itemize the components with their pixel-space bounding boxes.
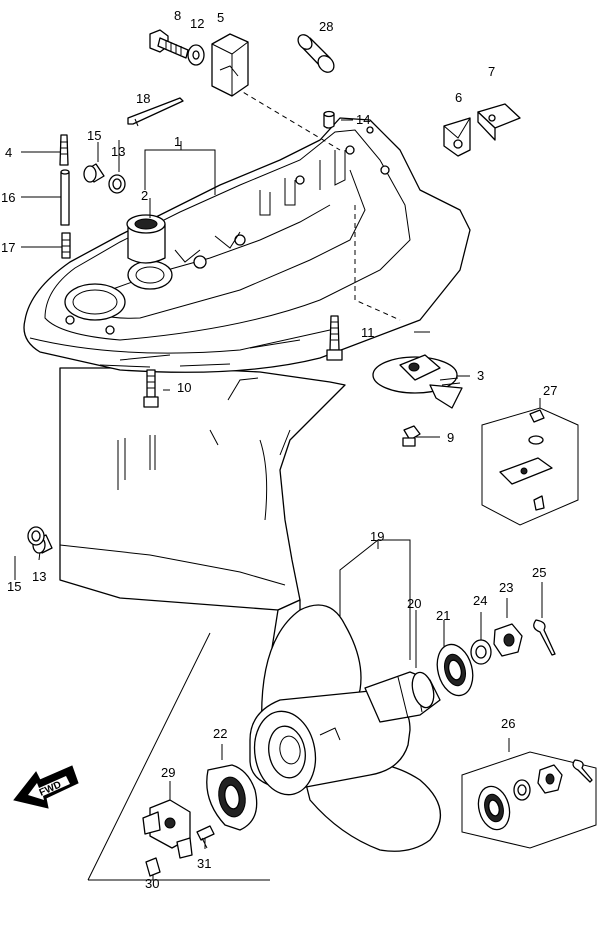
part-23-nut <box>493 623 523 657</box>
part-18-clip <box>127 97 184 127</box>
part-27-kit <box>481 407 579 526</box>
callout-27: 27 <box>543 383 557 398</box>
callout-24: 24 <box>473 593 487 608</box>
part-15-drain-plug <box>83 163 105 183</box>
callout-11: 11 <box>361 325 375 340</box>
part-28-plug <box>297 34 335 73</box>
callout-29: 29 <box>161 765 175 780</box>
callout-23: 23 <box>499 580 513 595</box>
callout-15-top: 15 <box>87 128 101 143</box>
part-21-bush <box>436 643 474 697</box>
part-13-gasket <box>108 174 126 194</box>
callout-labels: 8 12 5 28 7 6 18 14 1 15 13 4 2 16 17 11… <box>1 8 557 891</box>
part-29-fitting <box>142 799 193 859</box>
part-19-propeller <box>249 604 442 852</box>
part-6-bracket <box>443 117 471 157</box>
callout-3: 3 <box>477 368 484 383</box>
callout-10: 10 <box>177 380 191 395</box>
part-22-thrust-washer <box>206 764 258 831</box>
callout-14: 14 <box>356 112 370 127</box>
part-3-trim-tab <box>372 354 463 409</box>
callout-2: 2 <box>141 188 148 203</box>
callout-13-lower: 13 <box>32 569 46 584</box>
callout-16: 16 <box>1 190 15 205</box>
callout-12: 12 <box>190 16 204 31</box>
part-10-bolt <box>143 369 159 408</box>
part-26-kit <box>461 751 597 849</box>
callout-25: 25 <box>532 565 546 580</box>
gear-case-housing <box>23 117 471 649</box>
callout-4: 4 <box>5 145 12 160</box>
leader-lines <box>14 87 543 880</box>
part-20-spacer <box>411 671 435 709</box>
part-4-stud <box>59 134 69 166</box>
callout-15-lower: 15 <box>7 579 21 594</box>
part-24-washer <box>470 639 492 665</box>
callout-1: 1 <box>174 134 181 149</box>
callout-22: 22 <box>213 726 227 741</box>
part-8-bolt <box>149 29 189 59</box>
callout-19: 19 <box>370 529 384 544</box>
callout-17: 17 <box>1 240 15 255</box>
callout-9: 9 <box>447 430 454 445</box>
part-25-cotter-pin <box>533 619 556 656</box>
reference-line <box>87 632 270 881</box>
callout-28: 28 <box>319 19 333 34</box>
callout-7: 7 <box>488 64 495 79</box>
part-9-bolt <box>402 425 421 447</box>
callout-30: 30 <box>145 876 159 891</box>
part-12-washer <box>187 44 205 66</box>
part-14-dowel-pin <box>323 110 335 129</box>
callout-20: 20 <box>407 596 421 611</box>
part-30-pin <box>145 857 161 877</box>
part-13-lower-gasket <box>27 526 45 546</box>
callout-6: 6 <box>455 90 462 105</box>
part-7-plate <box>477 103 521 141</box>
callout-21: 21 <box>436 608 450 623</box>
part-16-pipe <box>60 169 70 226</box>
part-31-screw <box>196 825 215 849</box>
part-11-bolt <box>326 315 343 361</box>
callout-18: 18 <box>136 91 150 106</box>
part-17-stud <box>61 232 71 259</box>
callout-13-top: 13 <box>111 144 125 159</box>
callout-8: 8 <box>174 8 181 23</box>
callout-5: 5 <box>217 10 224 25</box>
callout-31: 31 <box>197 856 211 871</box>
callout-26: 26 <box>501 716 515 731</box>
part-5-cover <box>211 33 249 97</box>
fwd-direction-arrow: FWD <box>13 765 79 809</box>
